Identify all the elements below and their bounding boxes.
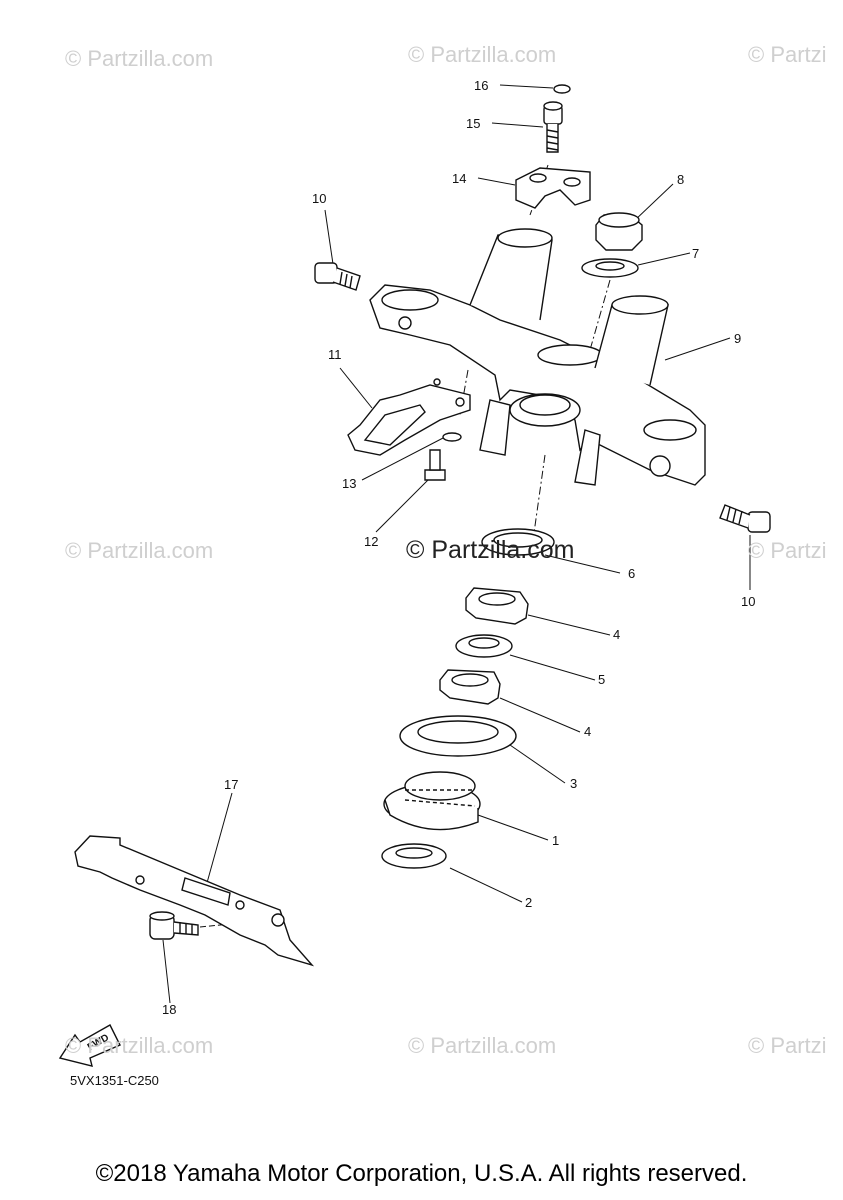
- parts-drawings: [58, 84, 771, 1067]
- callout-3: 3: [570, 776, 577, 791]
- part-10-bolt-right: [719, 504, 771, 533]
- part-1-bearing: [383, 771, 481, 831]
- copyright-notice: ©2018 Yamaha Motor Corporation, U.S.A. A…: [95, 1160, 748, 1187]
- callout-1: 1: [552, 833, 559, 848]
- callout-8: 8: [677, 172, 684, 187]
- watermark-center: © Partzilla.com: [406, 536, 575, 564]
- callout-10-right: 10: [741, 594, 755, 609]
- callout-7: 7: [692, 246, 699, 261]
- callout-4-upper: 4: [613, 627, 620, 642]
- callout-numbers: 16 15 14 10 8 7 9 11 13 12 6 4 5 4 3 1 2…: [162, 78, 755, 1017]
- part-3-cover: [399, 715, 517, 757]
- part-11-bracket: [347, 378, 471, 456]
- callout-5: 5: [598, 672, 605, 687]
- callout-14: 14: [452, 171, 466, 186]
- watermark: © Partzi: [748, 538, 827, 563]
- watermark: © Partzi: [748, 1033, 827, 1058]
- callout-15: 15: [466, 116, 480, 131]
- part-13-washer: [442, 432, 462, 442]
- callout-12: 12: [364, 534, 378, 549]
- part-4-ring-nut-upper: [465, 587, 529, 625]
- part-14-clamp: [515, 167, 591, 209]
- part-12-bolt: [424, 449, 446, 481]
- diagram-code: 5VX1351-C250: [70, 1073, 159, 1088]
- part-10-bolt-left: [314, 262, 361, 291]
- watermark: © Partzi: [748, 42, 827, 67]
- part-17-stay: [74, 835, 315, 967]
- callout-9: 9: [734, 331, 741, 346]
- leader-lines: [162, 84, 751, 1004]
- callout-18: 18: [162, 1002, 176, 1017]
- callout-11: 11: [328, 347, 342, 362]
- watermark: © Partzilla.com: [408, 42, 557, 67]
- part-16-cap: [553, 84, 571, 94]
- part-8-nut: [595, 212, 643, 251]
- fwd-arrow-icon: [58, 1024, 121, 1067]
- watermark: © Partzilla.com: [65, 46, 214, 71]
- part-9-upper-bracket: [369, 228, 706, 486]
- watermark: © Partzilla.com: [65, 1033, 214, 1058]
- parts-diagram: FWD 16 15 14 10 8 7 9 11 13 12 6 4 5 4 3…: [58, 78, 771, 1067]
- callout-16: 16: [474, 78, 488, 93]
- part-2-washer: [381, 843, 447, 869]
- watermark: © Partzilla.com: [65, 538, 214, 563]
- callout-2: 2: [525, 895, 532, 910]
- watermark: © Partzilla.com: [408, 1033, 557, 1058]
- callout-13: 13: [342, 476, 356, 491]
- part-6-seal: [481, 528, 555, 556]
- callout-6: 6: [628, 566, 635, 581]
- part-5-washer: [455, 634, 513, 658]
- part-15-bolt: [543, 101, 563, 153]
- callout-17: 17: [224, 777, 238, 792]
- part-7-washer: [581, 258, 639, 278]
- part-18-bolt: [149, 911, 199, 940]
- callout-10-left: 10: [312, 191, 326, 206]
- callout-4-lower: 4: [584, 724, 591, 739]
- part-4-ring-nut-lower: [439, 669, 501, 705]
